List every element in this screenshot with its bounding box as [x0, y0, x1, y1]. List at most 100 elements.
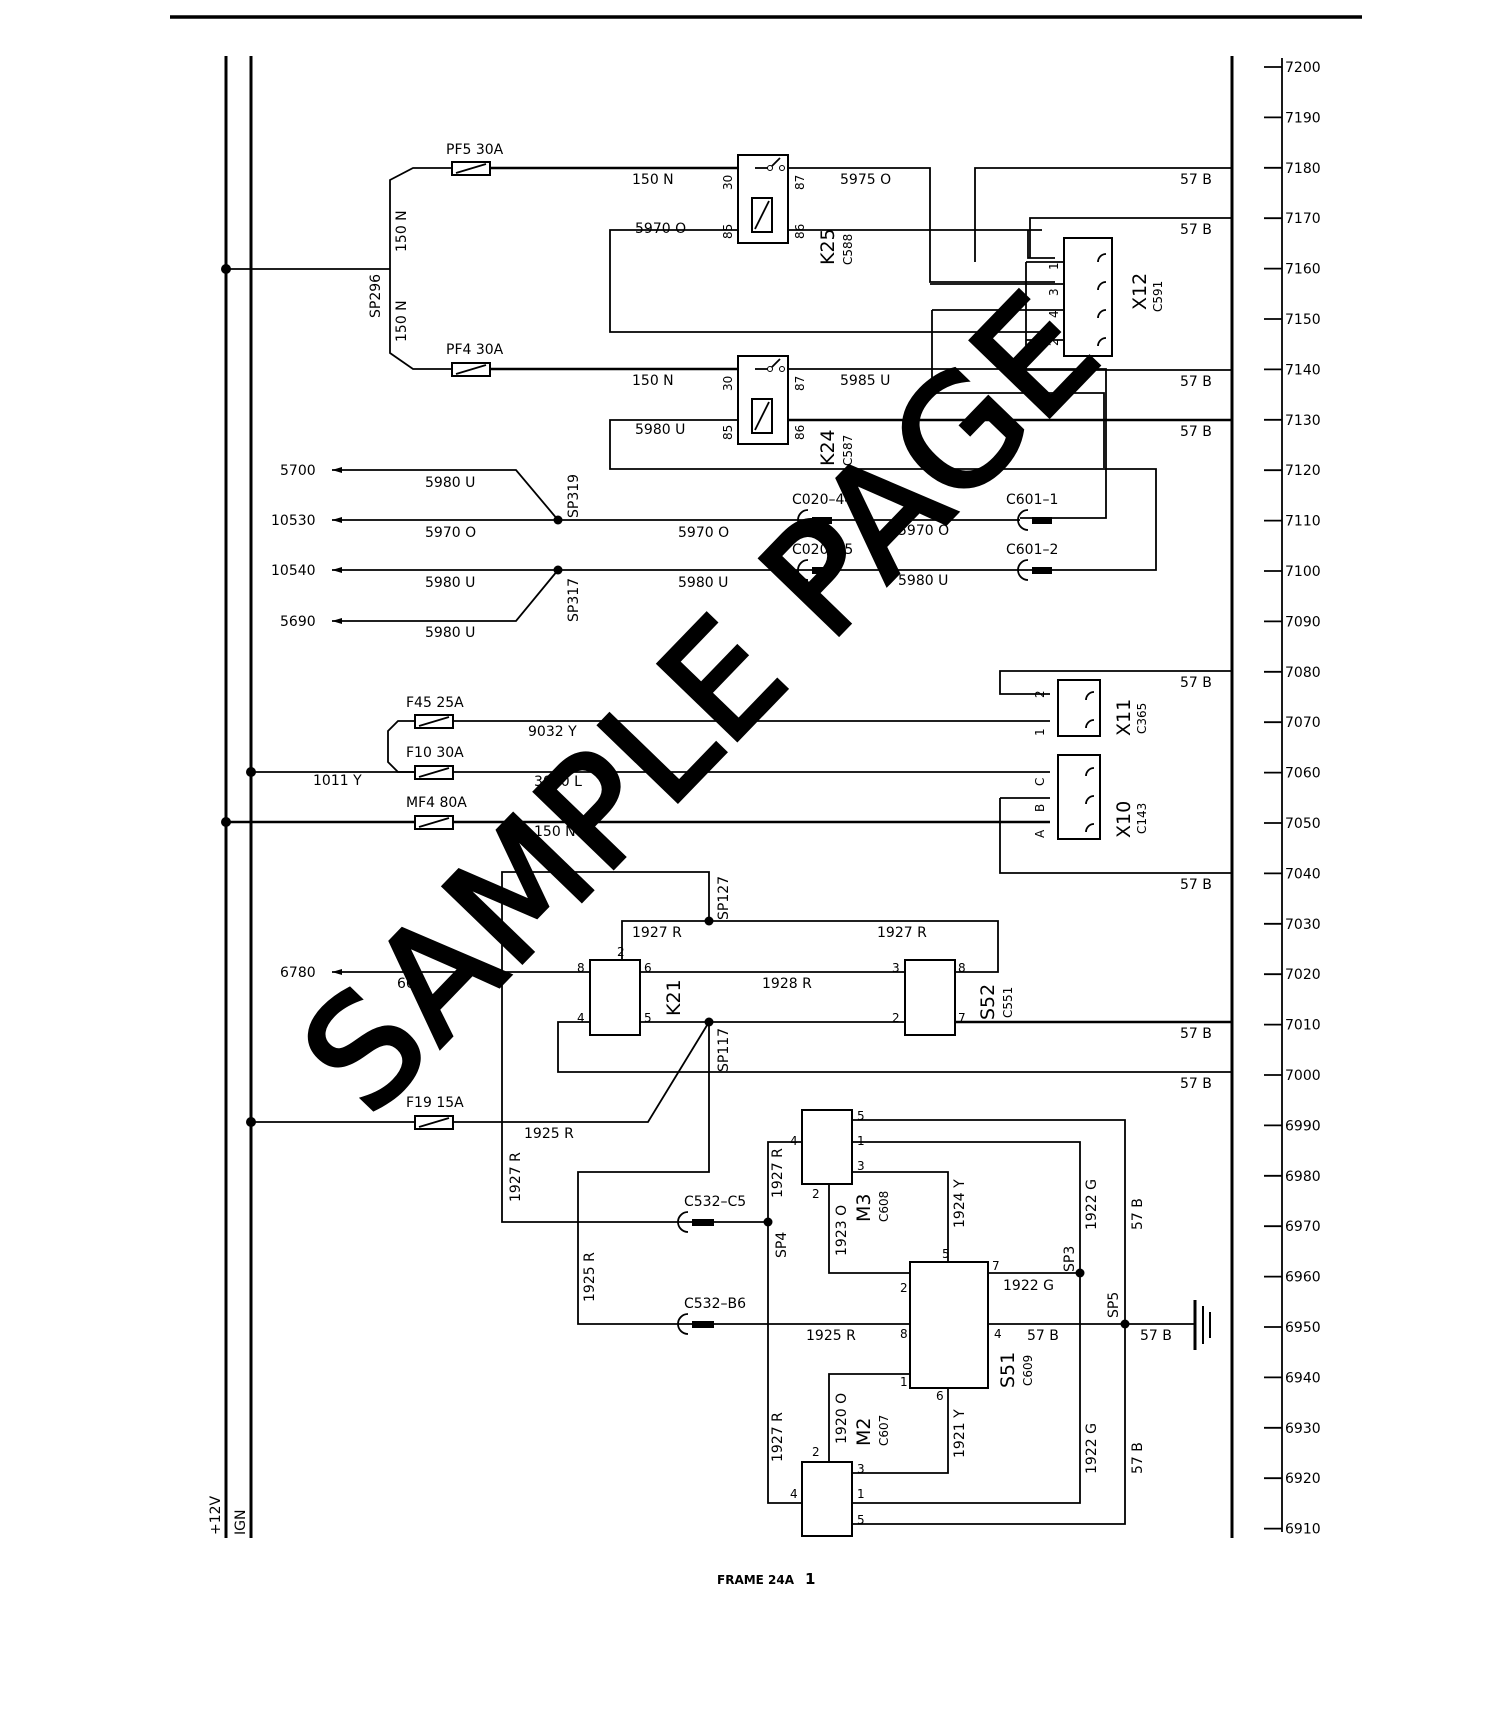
svg-text:4: 4 [577, 1011, 585, 1025]
relay-section: SP296 150 N 150 N PF5 30A 150 N 30 85 87… [221, 142, 1232, 571]
svg-text:4: 4 [790, 1487, 798, 1501]
grid-label: 7180 [1285, 161, 1321, 177]
motor-m3 [801, 1109, 853, 1185]
wire-label: 1922 G [1003, 1278, 1054, 1294]
svg-text:2: 2 [812, 1187, 820, 1201]
svg-text:A: A [1033, 829, 1047, 838]
grid-label: 7060 [1285, 766, 1321, 782]
connector-x10 [1057, 754, 1101, 840]
grid-label: 7150 [1285, 312, 1321, 328]
connector-c020-45: C020–45 [792, 542, 853, 558]
fuse-label-pf5: PF5 30A [446, 142, 504, 158]
wire-label: 150 N [632, 373, 674, 389]
wire-label: 1923 O [834, 1205, 850, 1256]
svg-text:87: 87 [793, 376, 807, 391]
wire-label: 1928 R [762, 976, 812, 992]
wire-label: 57 B [1180, 877, 1212, 893]
splice-sp319: SP319 [566, 474, 582, 518]
motor-m2-code: C607 [877, 1415, 891, 1446]
power-rails: +12V IGN [208, 56, 1234, 1538]
wire-label: 5980 U [898, 573, 948, 589]
grid-label: 7080 [1285, 665, 1321, 681]
grid-label: 7130 [1285, 413, 1321, 429]
svg-text:86: 86 [793, 224, 807, 239]
switch-s52-name: S52 [977, 984, 999, 1020]
svg-text:7: 7 [992, 1259, 1000, 1273]
svg-text:5: 5 [644, 1011, 652, 1025]
grid-label: 7200 [1285, 60, 1321, 76]
connector-c601-2: C601–2 [1006, 542, 1058, 558]
ground-icon [1193, 1300, 1211, 1350]
svg-text:3: 3 [857, 1462, 865, 1476]
svg-text:2: 2 [1033, 690, 1047, 698]
relay-k24-code: C587 [841, 435, 855, 466]
grid-label: 6970 [1285, 1219, 1321, 1235]
wire-label: 57 B [1130, 1442, 1146, 1474]
wire-label: 1927 R [770, 1412, 786, 1462]
grid-label: 6920 [1285, 1471, 1321, 1487]
wire-label: 5980 U [425, 625, 475, 641]
wire-label: 1920 O [834, 1393, 850, 1444]
switch-s52 [904, 959, 956, 1036]
grid-ruler: 7200719071807170716071507140713071207110… [1264, 58, 1321, 1538]
relay-k25-name: K25 [817, 228, 839, 265]
wire-label: 5980 U [425, 575, 475, 591]
connector-x11-name: X11 [1113, 699, 1135, 736]
splice-sp5: SP5 [1106, 1292, 1122, 1318]
connector-x10-code: C143 [1135, 803, 1149, 834]
frame-label: FRAME 24A [717, 1573, 795, 1587]
svg-text:8: 8 [900, 1327, 908, 1341]
connector-x12 [1063, 237, 1113, 357]
wire-label: 1925 R [582, 1252, 598, 1302]
wire-label: 1011 Y [313, 773, 362, 789]
relay-k24-name: K24 [817, 429, 839, 466]
grid-label: 7110 [1285, 514, 1321, 530]
motor-m2-name: M2 [853, 1418, 875, 1446]
switch-s51-name: S51 [997, 1352, 1019, 1388]
svg-text:6: 6 [644, 961, 652, 975]
wire-label: 57 B [1180, 1026, 1212, 1042]
k21-section: SP127 1927 R 1927 R 6780 666 8 2 6 4 5 K… [246, 871, 1232, 1325]
switch-s51-code: C609 [1021, 1355, 1035, 1386]
svg-text:3: 3 [857, 1159, 865, 1173]
wire-label: 1927 R [770, 1148, 786, 1198]
splice-sp317: SP317 [566, 578, 582, 622]
svg-text:1: 1 [900, 1375, 908, 1389]
grid-label: 7050 [1285, 816, 1321, 832]
svg-text:5: 5 [857, 1109, 865, 1123]
svg-text:B: B [1033, 804, 1047, 812]
wire-label: 57 B [1180, 1076, 1212, 1092]
ref-5690: 5690 [280, 614, 316, 630]
relay-k25-code: C588 [841, 234, 855, 265]
connector-section: 57 B 2 1 X11 C365 F45 25A 9032 Y 1011 Y … [221, 670, 1232, 893]
splice-sp117: SP117 [716, 1028, 732, 1072]
connector-c601-1: C601–1 [1006, 492, 1058, 508]
svg-text:5: 5 [857, 1513, 865, 1527]
wire-label: 150 N [394, 210, 410, 252]
wire-label: 5980 U [425, 475, 475, 491]
grid-label: 7190 [1285, 110, 1321, 126]
ref-5700: 5700 [280, 463, 316, 479]
ref-6780: 6780 [280, 965, 316, 981]
grid-label: 7010 [1285, 1018, 1321, 1034]
wire-label: 5975 O [840, 172, 891, 188]
relay-k21-name: K21 [663, 979, 685, 1016]
splice-sp3: SP3 [1062, 1246, 1078, 1272]
wire-label: 57 B [1027, 1328, 1059, 1344]
splice-sp4: SP4 [774, 1232, 790, 1258]
wire-label: 57 B [1180, 172, 1212, 188]
svg-text:85: 85 [721, 224, 735, 239]
svg-text:85: 85 [721, 425, 735, 440]
relay-k21 [589, 959, 641, 1036]
svg-text:30: 30 [721, 175, 735, 190]
svg-text:2: 2 [1047, 338, 1061, 346]
fuse-label-mf4: MF4 80A [406, 795, 467, 811]
switch-s51 [909, 1261, 989, 1389]
wire-label: 5970 O [678, 525, 729, 541]
svg-text:1: 1 [1047, 262, 1061, 270]
svg-text:3: 3 [892, 961, 900, 975]
grid-label: 7070 [1285, 715, 1321, 731]
grid-label: 6990 [1285, 1118, 1321, 1134]
wire-label: 57 B [1140, 1328, 1172, 1344]
wire-label: 5970 O [898, 523, 949, 539]
